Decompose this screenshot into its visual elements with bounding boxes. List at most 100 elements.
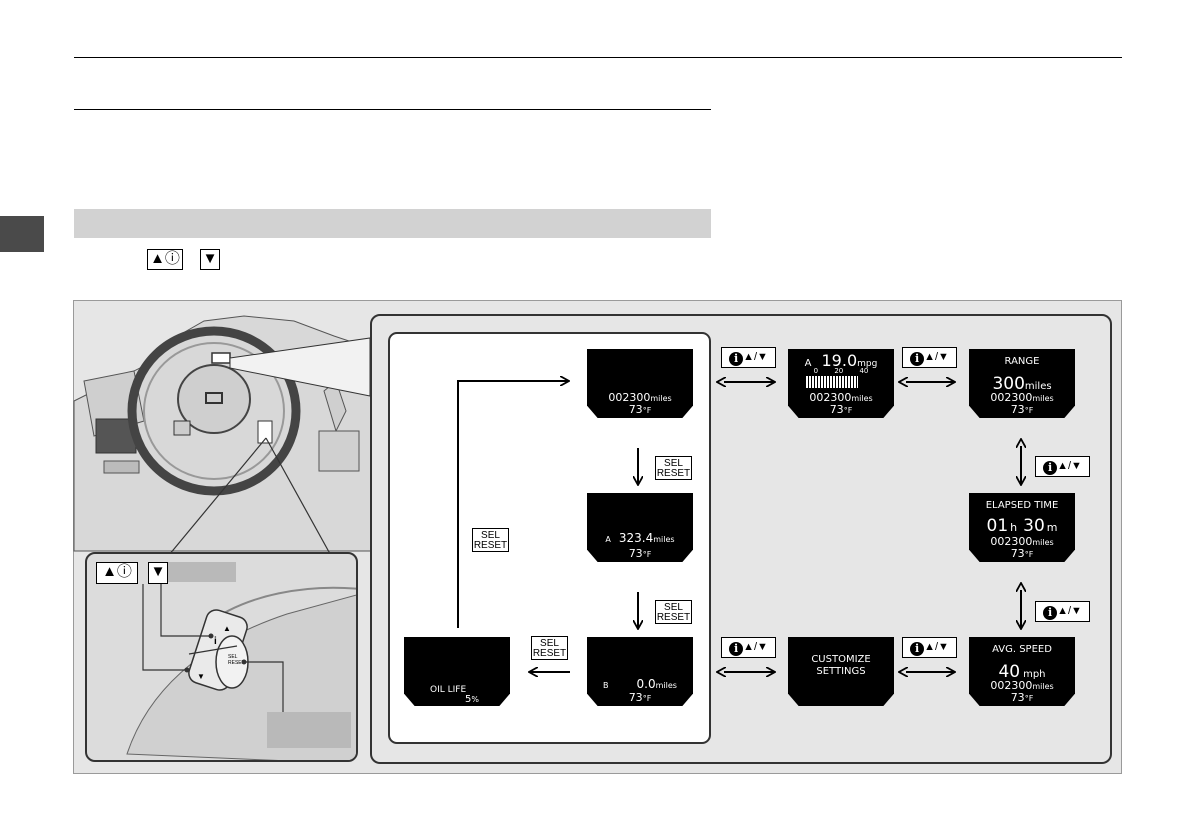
switch-info-label: i xyxy=(214,636,217,647)
oil-life-label: OIL LIFE xyxy=(430,685,467,695)
key-down-symbol: ▼ xyxy=(200,249,220,270)
screen-oil-life: OIL LIFE 5% xyxy=(404,637,510,706)
reset-label: RESET xyxy=(473,540,508,551)
section-rule xyxy=(74,109,711,110)
oil-life-readout: 5% xyxy=(434,694,510,705)
top-rule xyxy=(74,57,1122,58)
odo-unit: miles xyxy=(851,394,873,403)
odometer-readout: 002300miles xyxy=(788,391,894,404)
fuel-economy-value: 19.0 xyxy=(821,351,858,370)
screen-customize-settings: CUSTOMIZE SETTINGS xyxy=(788,637,894,706)
temp-value: 73 xyxy=(829,403,844,416)
fuel-economy-readout: A 19.0mpg xyxy=(788,351,894,370)
range-readout: 300miles xyxy=(969,374,1075,394)
switch-info-mark[interactable]: i xyxy=(214,636,217,647)
odometer-readout: 002300miles xyxy=(969,535,1075,548)
temperature-readout: 73°F xyxy=(969,403,1075,416)
elapsed-minutes: 30 xyxy=(1023,516,1045,536)
info-nav-button-1[interactable]: i▲/▼ xyxy=(721,347,776,368)
sel-reset-button-4[interactable]: SEL RESET xyxy=(531,636,568,660)
temp-unit: °F xyxy=(843,406,853,415)
odometer-readout: 002300miles xyxy=(587,391,693,404)
up-down-arrows: ▲/▼ xyxy=(924,351,949,363)
range-title: RANGE xyxy=(1004,356,1040,367)
elapsed-time-title: ELAPSED TIME xyxy=(985,500,1059,511)
trip-b-unit: miles xyxy=(655,681,677,690)
info-icon: i xyxy=(1043,461,1058,475)
info-nav-button-3[interactable]: i▲/▼ xyxy=(1035,456,1090,477)
temp-value: 73 xyxy=(628,547,643,560)
info-icon: i xyxy=(729,352,744,366)
info-nav-button-5[interactable]: i▲/▼ xyxy=(721,637,776,658)
temperature-readout: 73°F xyxy=(969,547,1075,560)
key-up-info-symbol: ▲ⓘ xyxy=(147,249,183,270)
section-banner xyxy=(74,209,711,238)
temp-value: 73 xyxy=(628,403,643,416)
trip-a-value: 323.4 xyxy=(618,531,654,545)
odo-value: 002300 xyxy=(990,391,1033,404)
info-icon: i xyxy=(729,642,744,656)
odo-value: 002300 xyxy=(990,679,1033,692)
temperature-readout: 73°F xyxy=(587,691,693,704)
trip-a-label: A xyxy=(605,535,611,544)
steering-switch-inset: ▲ⓘ ▼ i ▲ ▼ SEL RESET xyxy=(85,552,358,762)
info-icon: i xyxy=(910,642,925,656)
up-down-arrows: ▲/▼ xyxy=(1057,460,1082,472)
temp-value: 73 xyxy=(1010,547,1025,560)
info-nav-button-4[interactable]: i▲/▼ xyxy=(1035,601,1090,622)
temp-unit: °F xyxy=(1024,694,1034,703)
fuel-economy-label: A xyxy=(804,358,812,369)
fuel-scale-labels: 0 20 40 xyxy=(788,367,894,375)
customize-line-1: CUSTOMIZE xyxy=(811,654,871,665)
info-nav-button-6[interactable]: i▲/▼ xyxy=(902,637,957,658)
sel-label: SEL xyxy=(481,530,500,541)
inset-key-down: ▼ xyxy=(148,562,168,584)
temperature-readout: 73°F xyxy=(587,403,693,416)
temperature-readout: 73°F xyxy=(969,691,1075,704)
temperature-readout: 73°F xyxy=(587,547,693,560)
avg-speed-value: 40 xyxy=(998,662,1021,682)
odo-unit: miles xyxy=(1032,538,1054,547)
info-icon: i xyxy=(1043,606,1058,620)
odo-unit: miles xyxy=(1032,682,1054,691)
customize-line-2: SETTINGS xyxy=(816,666,866,677)
odometer-readout: 002300miles xyxy=(969,391,1075,404)
trip-b-label: B xyxy=(603,681,609,690)
switch-up-button[interactable]: ▲ xyxy=(223,624,231,633)
temp-value: 73 xyxy=(1010,403,1025,416)
screen-odometer: 002300miles 73°F xyxy=(587,349,693,418)
range-unit: miles xyxy=(1024,381,1052,392)
switch-down-button[interactable]: ▼ xyxy=(197,672,205,681)
info-nav-button-2[interactable]: i▲/▼ xyxy=(902,347,957,368)
temp-value: 73 xyxy=(1010,691,1025,704)
up-down-arrows: ▲/▼ xyxy=(743,641,768,653)
oil-life-unit: % xyxy=(471,695,479,704)
inset-label-placeholder-1 xyxy=(168,562,236,582)
inset-label-placeholder-2 xyxy=(267,712,351,748)
sel-label: SEL xyxy=(540,638,559,649)
elapsed-hours: 01 xyxy=(986,516,1009,536)
up-down-arrows: ▲/▼ xyxy=(743,351,768,363)
temp-value: 73 xyxy=(628,691,643,704)
chapter-tab xyxy=(0,216,44,252)
sel-reset-button-2[interactable]: SEL RESET xyxy=(655,600,692,624)
inset-callout-lines xyxy=(142,584,284,712)
sel-reset-button-1[interactable]: SEL RESET xyxy=(655,456,692,480)
up-down-arrows: ▲/▼ xyxy=(924,641,949,653)
reset-label: RESET xyxy=(656,612,691,623)
fuel-economy-bar-graph xyxy=(806,376,858,388)
info-icon: i xyxy=(910,352,925,366)
sel-reset-button-3[interactable]: SEL RESET xyxy=(472,528,509,552)
avg-speed-title: AVG. SPEED xyxy=(992,644,1052,655)
switch-sel-reset-button[interactable]: SEL RESET xyxy=(228,654,245,666)
fuel-economy-unit: mpg xyxy=(857,359,878,369)
range-value: 300 xyxy=(992,374,1025,394)
